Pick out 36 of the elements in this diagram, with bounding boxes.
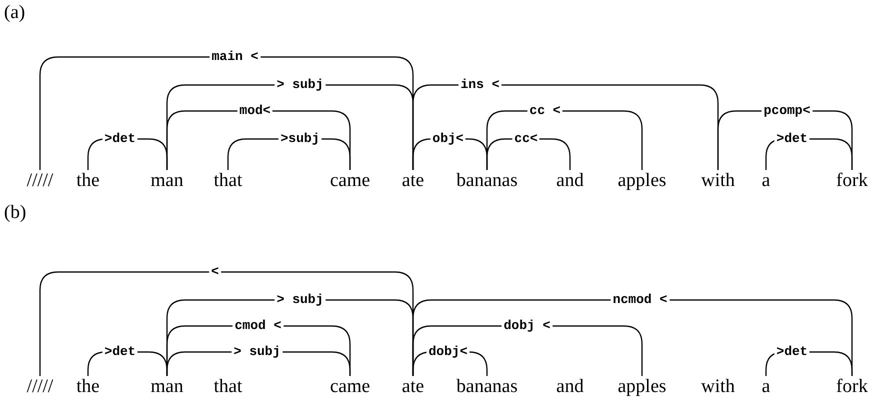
panel-label: (a) <box>4 2 26 24</box>
relation-label: dobj< <box>426 345 470 359</box>
panel-label: (b) <box>4 202 26 224</box>
word: ate <box>402 376 424 398</box>
word: bananas <box>456 376 518 398</box>
word: and <box>556 376 584 398</box>
relation-label: > subj <box>274 78 326 92</box>
word: a <box>762 170 770 192</box>
relation-label: dobj < <box>502 319 552 333</box>
word: with <box>701 376 735 398</box>
word: a <box>762 376 770 398</box>
word: and <box>556 170 584 192</box>
dependency-arc <box>39 56 414 170</box>
relation-label: >subj <box>278 132 322 146</box>
word: the <box>76 376 100 398</box>
word: ///// <box>26 376 54 398</box>
word: with <box>701 170 735 192</box>
word: apples <box>618 170 666 192</box>
word: that <box>214 170 242 192</box>
relation-label: > subj <box>274 293 326 307</box>
word: man <box>150 170 184 192</box>
word: ///// <box>26 170 54 192</box>
word: apples <box>618 376 666 398</box>
word: man <box>150 376 184 398</box>
word: fork <box>836 376 868 398</box>
relation-label: > subj <box>232 345 282 359</box>
dependency-arc <box>39 271 414 376</box>
word: fork <box>836 170 868 192</box>
word: the <box>76 170 100 192</box>
word: bananas <box>456 170 518 192</box>
word: ate <box>402 170 424 192</box>
word: came <box>330 376 370 398</box>
word: that <box>214 376 242 398</box>
relation-label: obj< <box>430 132 466 146</box>
relation-label: pcomp< <box>762 104 812 118</box>
word: came <box>330 170 370 192</box>
